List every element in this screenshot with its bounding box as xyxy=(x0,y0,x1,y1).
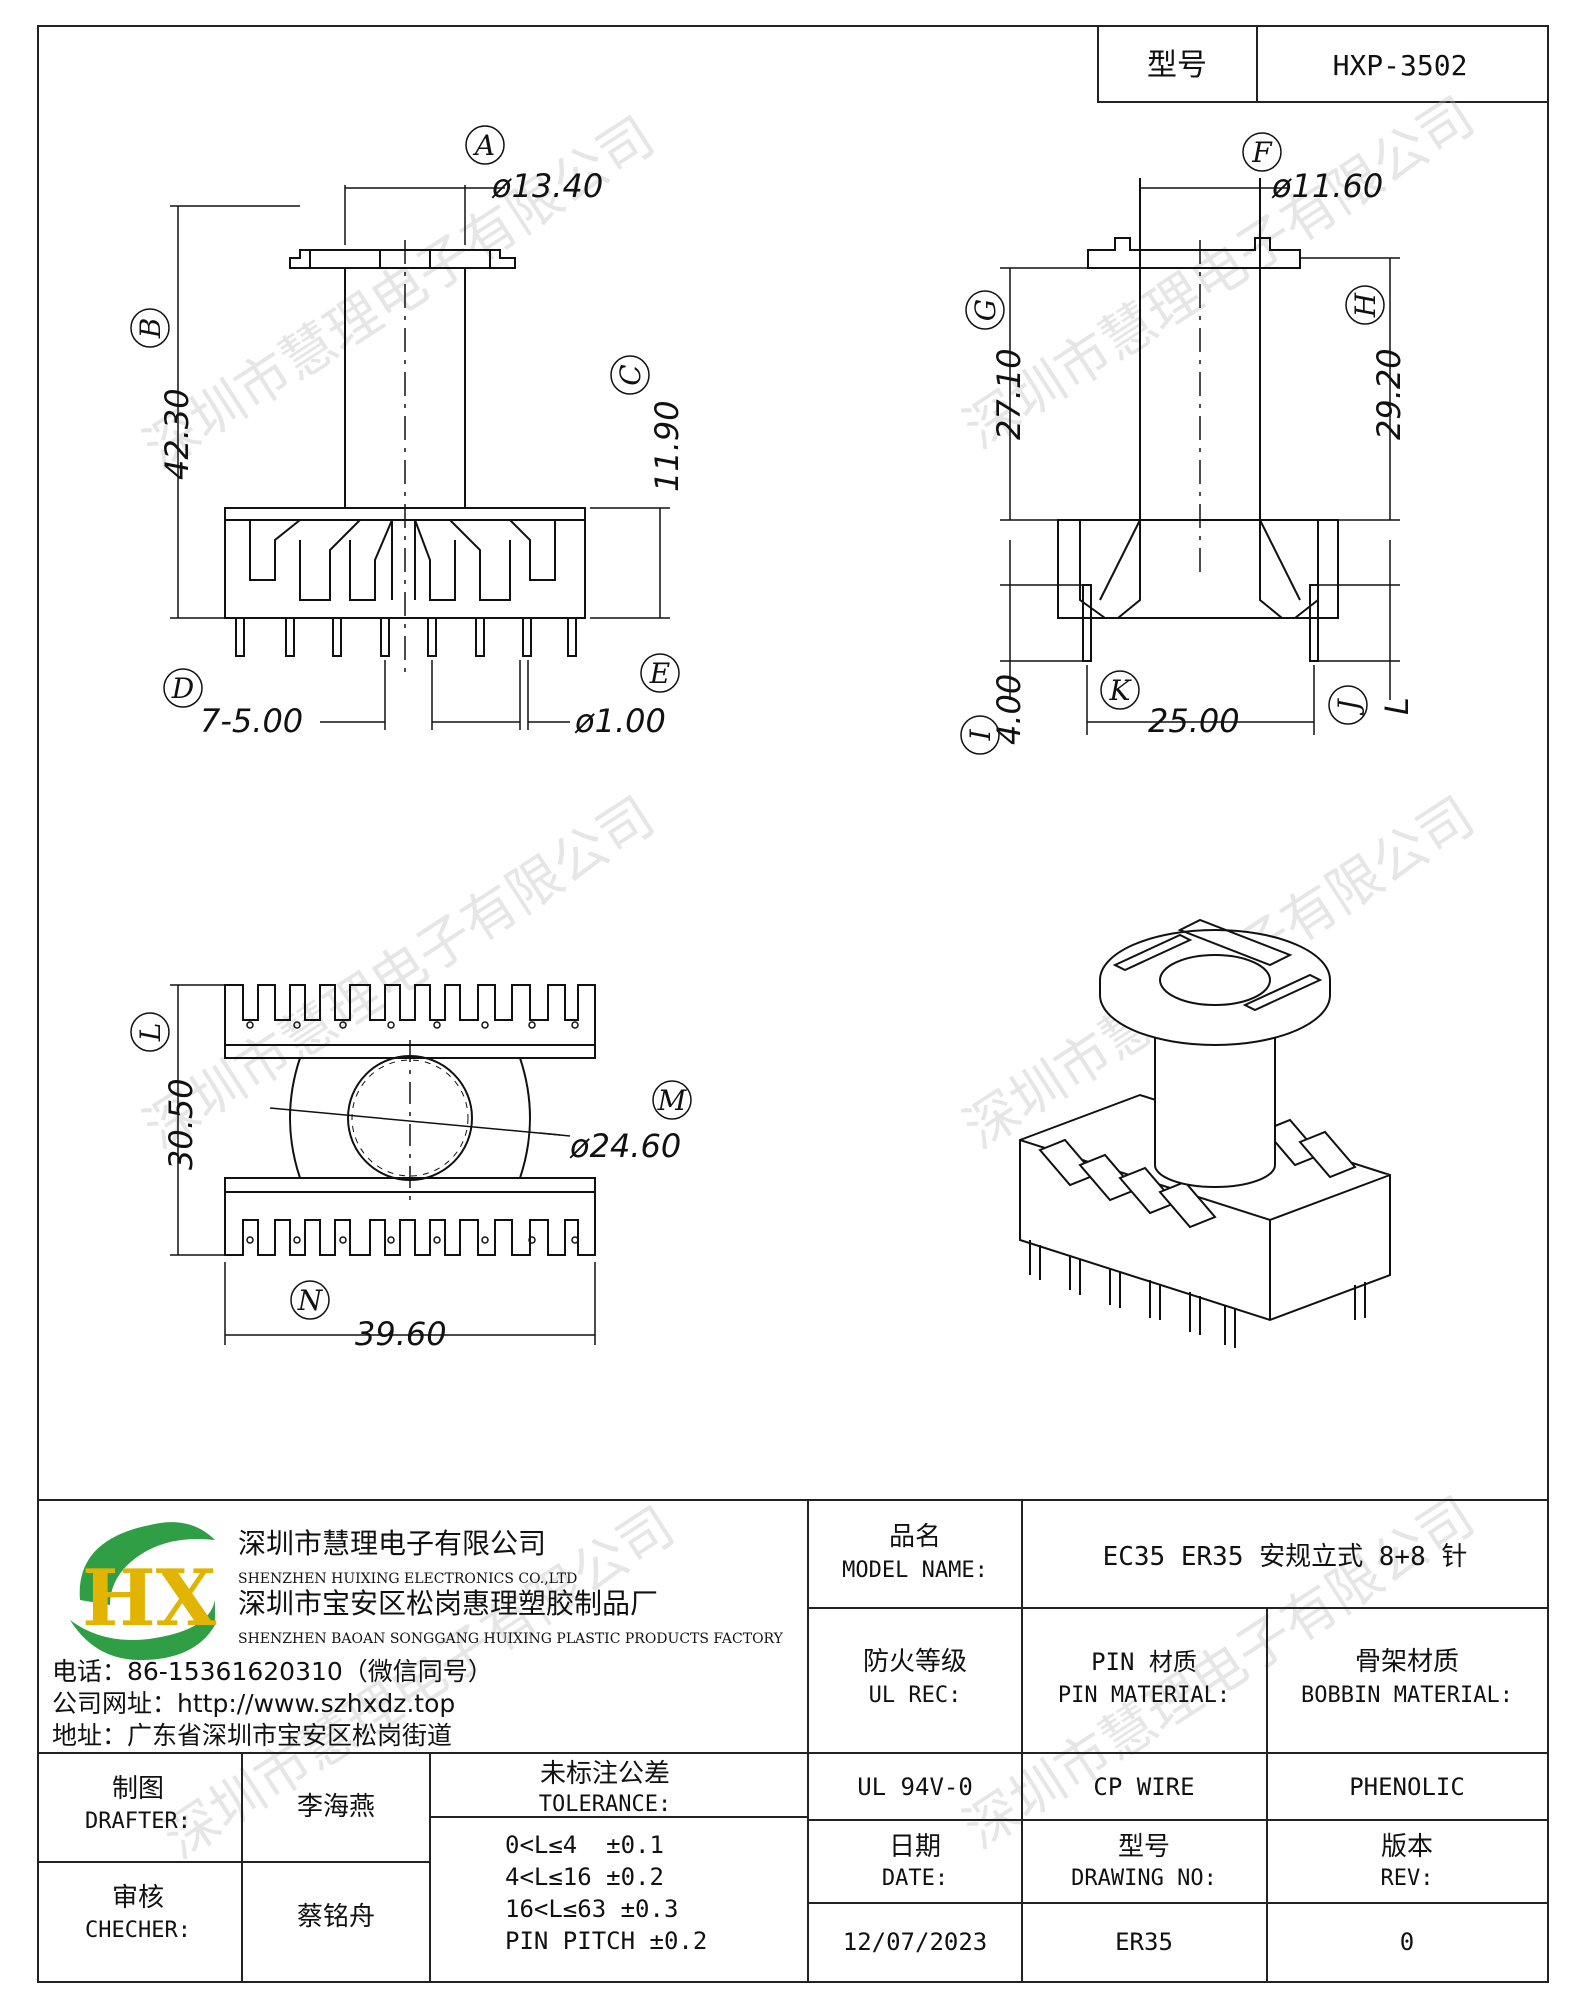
company-name-cn: 深圳市慧理电子有限公司 xyxy=(238,1527,546,1560)
dim-value-K: 25.00 xyxy=(1148,702,1240,740)
factory-name-cn: 深圳市宝安区松岗惠理塑胶制品厂 xyxy=(238,1587,658,1620)
ul-label-cn: 防火等级 xyxy=(863,1647,967,1677)
iso-pins xyxy=(1029,1240,1366,1348)
drawing-label-en: DRAWING NO: xyxy=(1071,1866,1217,1891)
dim-value-A: ø13.40 xyxy=(491,167,603,205)
checker-label-en: CHECHER: xyxy=(85,1918,191,1943)
date-label-en: DATE: xyxy=(882,1866,948,1891)
date-value: 12/07/2023 xyxy=(843,1928,988,1956)
dim-letter-F: F xyxy=(1251,136,1273,169)
top-labels: L 30.50 M ø24.60 N 39.60 xyxy=(130,1012,692,1353)
pin-value: CP WIRE xyxy=(1093,1773,1194,1801)
side-view xyxy=(1057,178,1339,662)
dim-value-N: 39.60 xyxy=(355,1315,447,1353)
factory-name-en: SHENZHEN BAOAN SONGGANG HUIXING PLASTIC … xyxy=(238,1631,784,1647)
dim-value-H: 29.20 xyxy=(1370,348,1408,440)
side-pin xyxy=(1082,584,1092,662)
drafter-label-cn: 制图 xyxy=(112,1774,164,1804)
bobbin-label-cn: 骨架材质 xyxy=(1355,1647,1459,1677)
company-logo: HX xyxy=(70,1522,217,1660)
front-pins xyxy=(235,617,577,657)
dim-value-D: 7-5.00 xyxy=(200,702,303,740)
top-pin-holes xyxy=(246,1021,579,1244)
side-pin xyxy=(1309,584,1319,662)
tolerance-line: 0<L≤4 ±0.1 xyxy=(505,1831,664,1859)
company-address: 地址：广东省深圳市宝安区松岗街道 xyxy=(52,1721,452,1750)
rev-value: 0 xyxy=(1400,1928,1414,1956)
dim-letter-I: I xyxy=(964,729,997,742)
dim-value-C: 11.90 xyxy=(648,400,686,492)
ul-value: UL 94V-0 xyxy=(857,1773,973,1801)
isometric-view xyxy=(1019,918,1391,1348)
bobbin-label-en: BOBBIN MATERIAL: xyxy=(1301,1683,1513,1708)
model-box-label: 型号 xyxy=(1147,48,1207,83)
side-dimensions xyxy=(1000,180,1400,735)
dim-letter-B: B xyxy=(134,318,167,340)
dim-letter-M: M xyxy=(657,1084,688,1117)
model-name-value: EC35 ER35 安规立式 8+8 针 xyxy=(1103,1542,1468,1572)
front-dimensions xyxy=(170,185,670,730)
dim-letter-K: K xyxy=(1109,674,1133,707)
top-view xyxy=(224,984,596,1256)
pin-label-en: PIN MATERIAL: xyxy=(1058,1683,1230,1708)
dim-letter-H: H xyxy=(1349,292,1382,318)
tolerance-line: 4<L≤16 ±0.2 xyxy=(505,1863,664,1891)
company-name-en: SHENZHEN HUIXING ELECTRONICS CO.,LTD xyxy=(238,1571,577,1587)
drawing-label-cn: 型号 xyxy=(1118,1832,1170,1862)
bobbin-value: PHENOLIC xyxy=(1349,1773,1465,1801)
dim-letter-J: J xyxy=(1332,698,1365,716)
dim-value-E: ø1.00 xyxy=(574,702,666,740)
dim-value-G: 27.10 xyxy=(990,348,1028,440)
dim-letter-L: L xyxy=(134,1023,167,1043)
tolerance-line: 16<L≤63 ±0.3 xyxy=(505,1895,678,1923)
tolerance-line: PIN PITCH ±0.2 xyxy=(505,1927,707,1955)
front-labels: A ø13.40 B 42.30 C 11.90 D 7-5.00 E ø1.0… xyxy=(130,125,686,740)
company-phone: 电话：86-15361620310（微信同号） xyxy=(52,1657,493,1686)
dim-letter-A: A xyxy=(472,129,495,162)
dim-value-B: 42.30 xyxy=(158,388,196,480)
logo-letters: HX xyxy=(82,1553,217,1644)
dim-value-M: ø24.60 xyxy=(569,1127,681,1165)
tolerance-label-en: TOLERANCE: xyxy=(539,1792,671,1817)
dim-letter-E: E xyxy=(649,657,670,690)
front-view xyxy=(224,240,586,680)
model-box-value: HXP-3502 xyxy=(1333,49,1468,82)
model-name-label-cn: 品名 xyxy=(889,1522,941,1552)
watermark: 深圳市慧理电子有限公司 xyxy=(133,785,665,1161)
dim-value-J: L xyxy=(1378,697,1416,715)
dim-letter-C: C xyxy=(614,364,647,385)
dim-value-I: 4.00 xyxy=(990,674,1028,745)
tolerance-label-cn: 未标注公差 xyxy=(540,1759,670,1789)
model-box: 型号 HXP-3502 xyxy=(1097,25,1549,103)
drawing-value: ER35 xyxy=(1115,1928,1173,1956)
drafter-label-en: DRAFTER: xyxy=(85,1809,191,1834)
dim-value-F: ø11.60 xyxy=(1271,167,1383,205)
sheet-border xyxy=(37,25,1549,1983)
ul-label-en: UL REC: xyxy=(869,1683,962,1708)
dim-letter-N: N xyxy=(297,1284,324,1317)
model-name-label-en: MODEL NAME: xyxy=(842,1558,988,1583)
dim-letter-D: D xyxy=(171,672,194,705)
checker-label-cn: 审核 xyxy=(112,1883,164,1913)
top-dimensions xyxy=(170,984,596,1345)
side-labels: F ø11.60 G 27.10 H 29.20 I 4.00 K 25.00 … xyxy=(960,132,1416,755)
title-block-lines xyxy=(38,1499,1548,1982)
company-website: 公司网址：http://www.szhxdz.top xyxy=(52,1689,455,1718)
rev-label-cn: 版本 xyxy=(1381,1832,1433,1862)
date-label-cn: 日期 xyxy=(889,1832,941,1862)
dim-letter-G: G xyxy=(969,299,1002,321)
checker-name: 蔡铭舟 xyxy=(297,1902,375,1932)
pin-label-cn: PIN 材质 xyxy=(1091,1648,1197,1676)
dim-value-L: 30.50 xyxy=(162,1078,200,1170)
rev-label-en: REV: xyxy=(1381,1866,1434,1891)
drafter-name: 李海燕 xyxy=(297,1792,375,1822)
watermark: 深圳市慧理电子有限公司 xyxy=(133,105,665,481)
